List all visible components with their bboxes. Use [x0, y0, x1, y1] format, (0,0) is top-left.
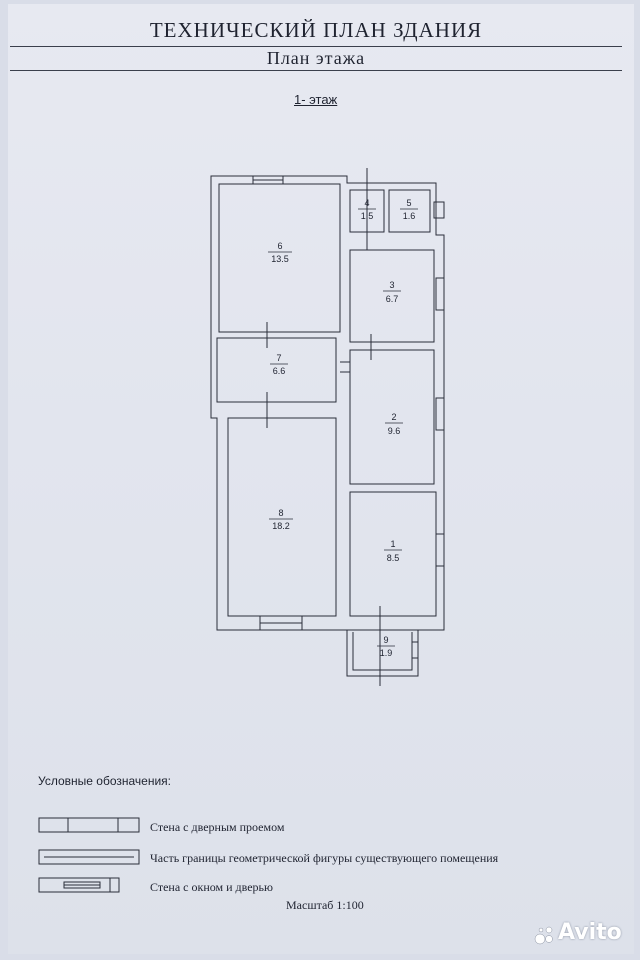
legend-symbol-boundary [38, 849, 140, 865]
legend-label: Стена с окном и дверью [150, 880, 273, 894]
svg-text:9: 9 [383, 635, 388, 645]
inner-wall-line [216, 337, 337, 403]
room-9-label: 9 1.9 [377, 635, 395, 658]
svg-text:9.6: 9.6 [388, 426, 401, 436]
room-2-label: 2 9.6 [385, 412, 403, 436]
room-6-label: 6 13.5 [268, 241, 292, 264]
scale-label: Масштаб 1:100 [286, 898, 364, 912]
svg-text:18.2: 18.2 [272, 521, 290, 531]
room-labels: 1 8.5 2 9.6 3 6.7 4 1.5 5 1.6 6 13.5 [268, 198, 418, 658]
legend-label: Стена с дверным проемом [150, 820, 285, 834]
svg-text:4: 4 [364, 198, 369, 208]
inner-wall-line [218, 183, 341, 333]
svg-text:1: 1 [390, 539, 395, 549]
legend-label: Часть границы геометрической фигуры суще… [150, 851, 499, 865]
legend-title: Условные обозначения: [38, 774, 171, 788]
avito-watermark: Avito [558, 920, 622, 945]
document-title: ТЕХНИЧЕСКИЙ ПЛАН ЗДАНИЯ [149, 18, 483, 42]
floor-label: 1- этаж [294, 92, 338, 107]
svg-text:13.5: 13.5 [271, 254, 289, 264]
document-subtitle: План этажа [266, 48, 366, 68]
inner-wall-line [388, 189, 431, 233]
avito-logo-icon [534, 926, 553, 945]
inner-wall-line [349, 249, 435, 343]
svg-text:6.6: 6.6 [273, 366, 286, 376]
legend-symbols [38, 817, 140, 893]
room-1-label: 1 8.5 [384, 539, 402, 563]
room-3-label: 3 6.7 [383, 280, 401, 304]
inner-wall-line [227, 417, 337, 617]
svg-text:6: 6 [277, 241, 282, 251]
legend-symbol-window-door [38, 877, 120, 893]
inner-wall-line [349, 349, 435, 485]
document-sheet [8, 4, 634, 954]
svg-text:2: 2 [391, 412, 396, 422]
room-5-label: 5 1.6 [400, 198, 418, 221]
title-divider [10, 46, 622, 47]
title-block: ТЕХНИЧЕСКИЙ ПЛАН ЗДАНИЯ План этажа [10, 8, 622, 71]
inner-wall-line [349, 491, 437, 617]
svg-text:8: 8 [278, 508, 283, 518]
svg-text:6.7: 6.7 [386, 294, 399, 304]
svg-text:5: 5 [406, 198, 411, 208]
svg-text:1.9: 1.9 [380, 648, 393, 658]
svg-text:1.5: 1.5 [361, 211, 374, 221]
svg-text:1.6: 1.6 [403, 211, 416, 221]
room-8-label: 8 18.2 [269, 508, 293, 531]
outer-wall [210, 175, 445, 631]
svg-text:7: 7 [276, 353, 281, 363]
svg-text:3: 3 [389, 280, 394, 290]
room-7-label: 7 6.6 [270, 353, 288, 376]
legend-symbol-door-wall [38, 817, 140, 833]
inner-wall-line [349, 189, 385, 233]
room-4-label: 4 1.5 [358, 198, 376, 221]
svg-text:8.5: 8.5 [387, 553, 400, 563]
